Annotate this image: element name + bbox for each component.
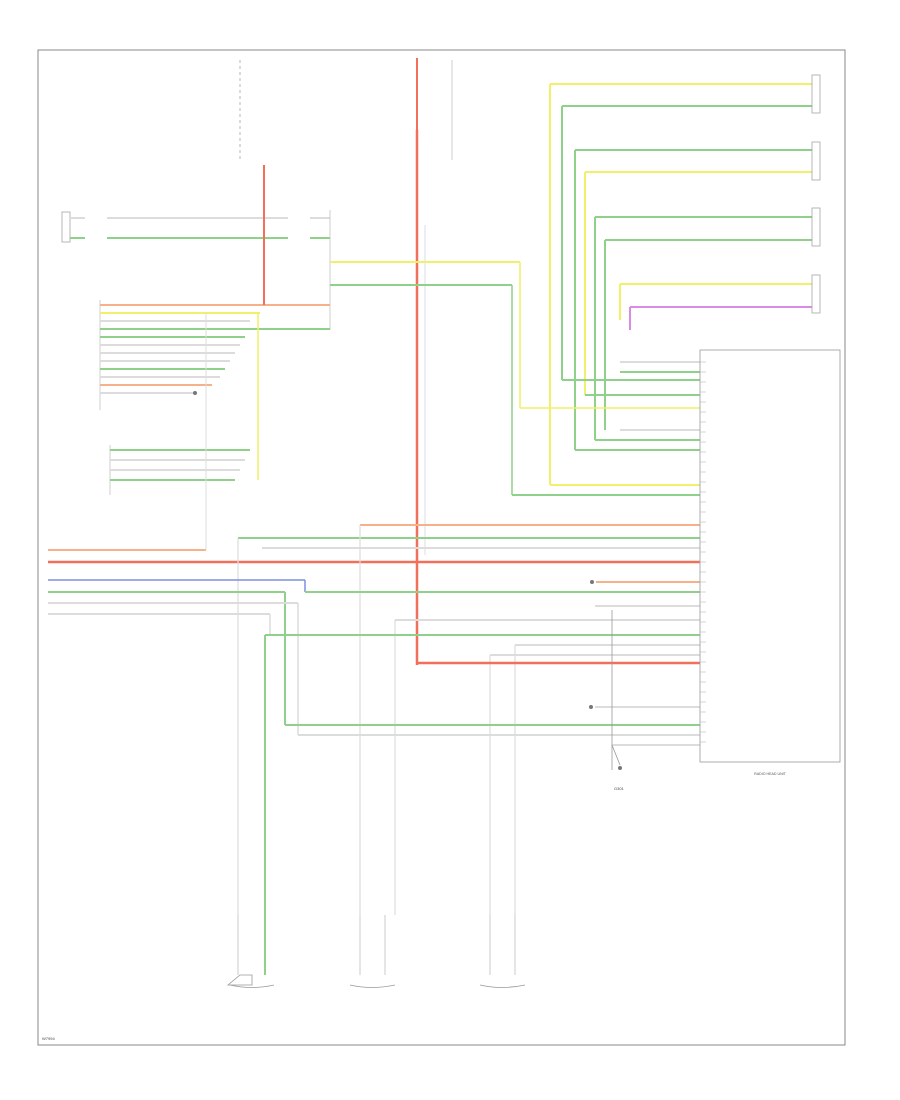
radio-head-unit: [699, 349, 841, 763]
second-left-connector: [109, 445, 250, 495]
top-left-connector: [61, 210, 331, 330]
ground-symbol: [618, 766, 622, 770]
speaker-group: [226, 915, 526, 988]
diagram-code: W7994: [42, 1036, 55, 1041]
module-label: RADIO HEAD UNIT: [754, 772, 787, 776]
diagram-frame: [37, 49, 846, 1046]
right-top-speakers: [550, 74, 821, 314]
module-pins: [700, 361, 706, 743]
top-feed: [415, 58, 453, 665]
speaker-2: [349, 915, 396, 988]
speaker-1: [226, 915, 275, 988]
ground-label: G301: [614, 786, 625, 791]
speaker-3: [479, 915, 526, 988]
left-connector-block: [99, 300, 330, 410]
